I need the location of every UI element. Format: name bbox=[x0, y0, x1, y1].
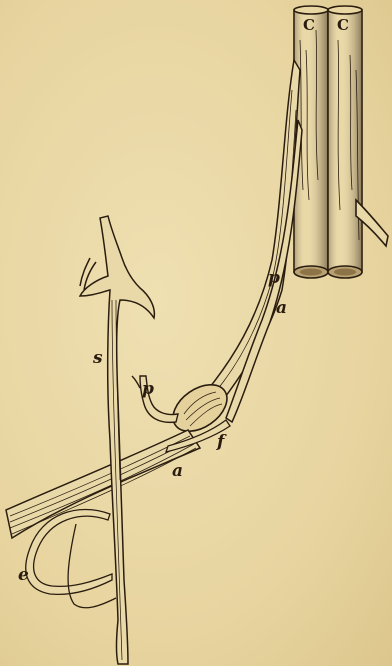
label-e: e bbox=[18, 565, 29, 585]
label-p-branch: p bbox=[142, 379, 154, 399]
label-f: f bbox=[216, 432, 227, 452]
label-c-right: C bbox=[337, 16, 349, 34]
nerve-trunk bbox=[206, 60, 302, 422]
cord-pair bbox=[294, 6, 388, 278]
sympathetic-cord bbox=[80, 216, 154, 664]
label-a-lower: a bbox=[172, 461, 183, 481]
label-p-upper: p bbox=[268, 268, 280, 288]
label-a-upper: a bbox=[276, 298, 287, 318]
label-c-left: C bbox=[303, 16, 315, 34]
label-s: s bbox=[92, 348, 103, 368]
